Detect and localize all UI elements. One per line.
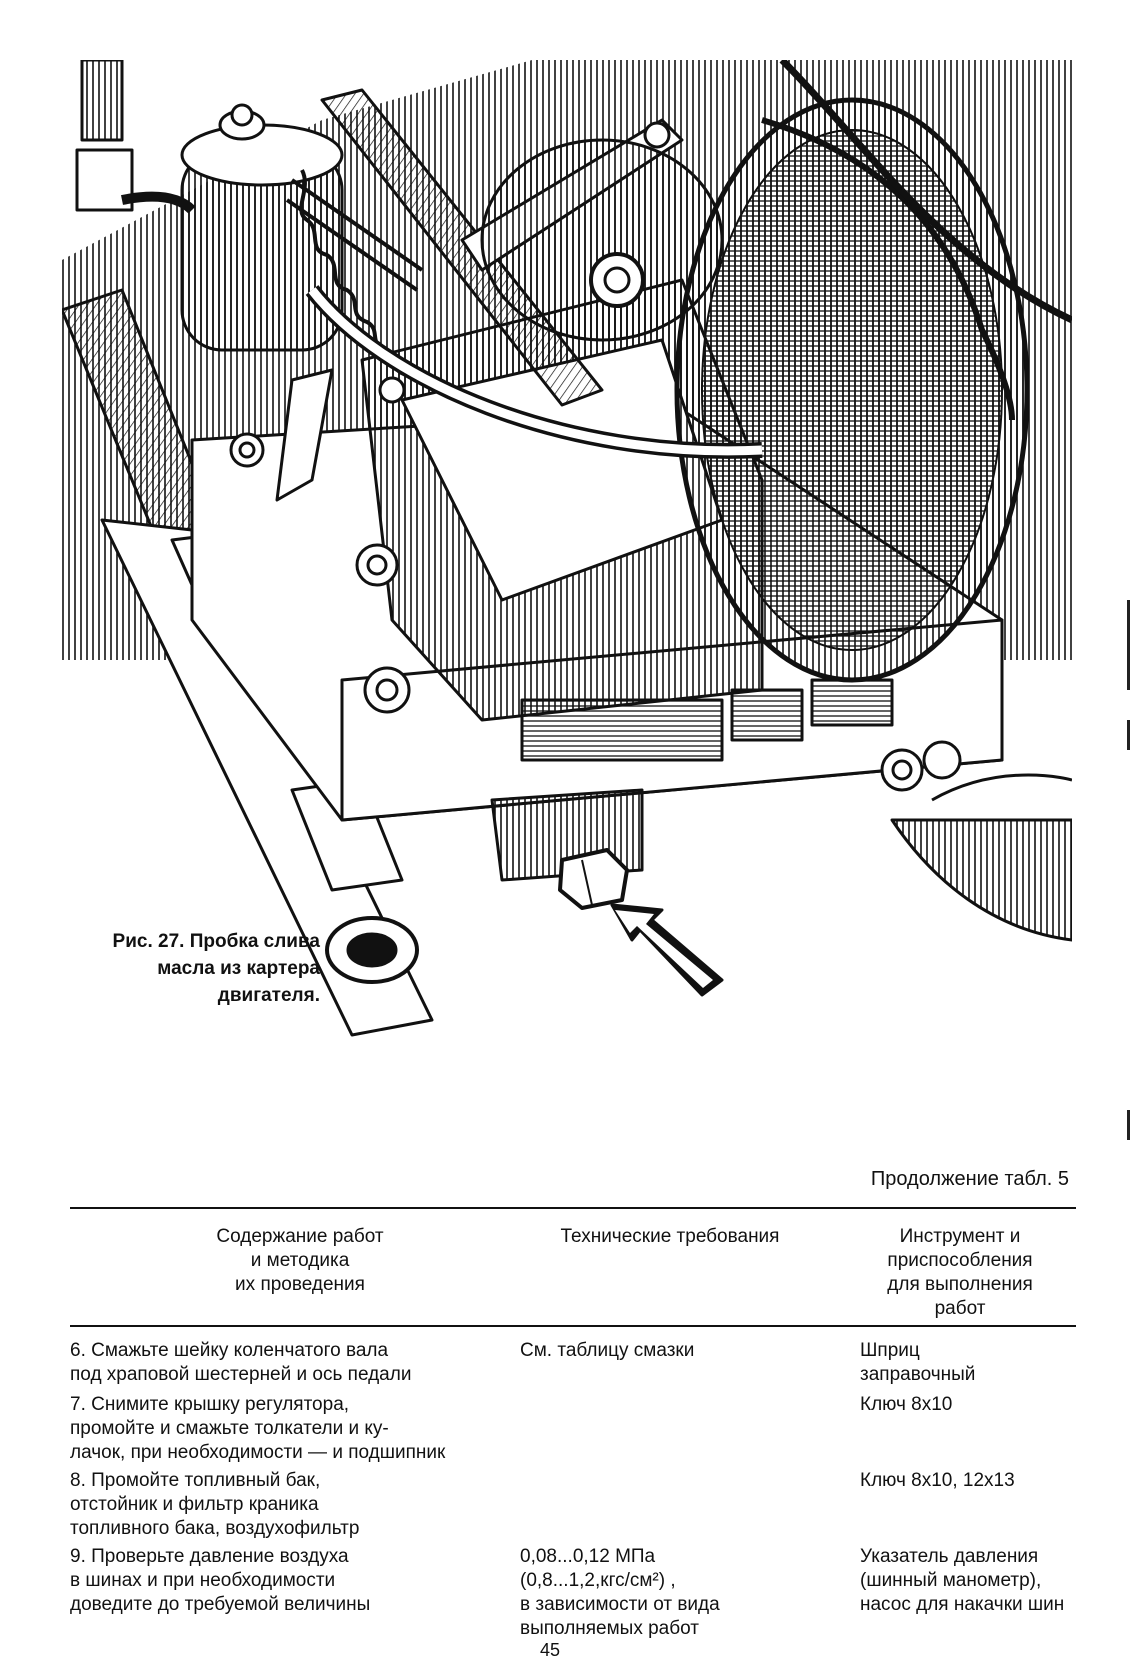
cell-line: промойте и смажьте толкатели и ку- [70, 1418, 389, 1439]
table-continuation-label: Продолжение табл. 5 [870, 1168, 1069, 1190]
caption-line: масла из картера [157, 958, 320, 979]
header-line: и методика [250, 1250, 350, 1271]
cell-line: 9. Проверьте давление воздуха [70, 1546, 349, 1567]
header-line: приспособления [887, 1250, 1033, 1271]
header-line: для выполнения [887, 1274, 1033, 1295]
page-number: 45 [540, 1640, 561, 1660]
work-cell: 8. Промойте топливный бак, отстойник и ф… [70, 1469, 530, 1541]
work-cell: 9. Проверьте давление воздуха в шинах и … [70, 1545, 530, 1617]
cell-line: заправочный [860, 1364, 976, 1385]
cell-line: выполняемых работ [520, 1618, 699, 1639]
header-line: Инструмент и [899, 1226, 1021, 1247]
work-cell: 7. Снимите крышку регулятора, промойте и… [70, 1393, 630, 1465]
cell-line: отстойник и фильтр краника [70, 1494, 319, 1515]
scan-edge-mark [1127, 1110, 1130, 1140]
header-line: Технические требования [560, 1226, 780, 1247]
cell-line: топливного бака, воздухофильтр [70, 1518, 360, 1539]
cell-line: (шинный манометр), [860, 1570, 1042, 1591]
header-line: работ [934, 1298, 986, 1319]
requirements-cell: 0,08...0,12 МПа (0,8...1,2,кгс/см²) , в … [520, 1545, 840, 1641]
engine-drain-plug-illustration [62, 60, 1072, 1040]
cell-line: Ключ 8x10, 12x13 [860, 1470, 1015, 1491]
caption-line: Рис. 27. Пробка слива [112, 931, 320, 952]
header-line: их проведения [235, 1274, 365, 1295]
cell-line: 0,08...0,12 МПа [520, 1546, 656, 1567]
cell-line: в зависимости от вида [520, 1594, 720, 1615]
tools-cell: Ключ 8x10, 12x13 [860, 1469, 1080, 1493]
table-header-rule [70, 1325, 1076, 1327]
header-line: Содержание работ [216, 1226, 384, 1247]
cell-line: под храповой шестерней и ось педали [70, 1364, 412, 1385]
figure-caption: Рис. 27. Пробка слива масла из картера д… [60, 928, 320, 1009]
cell-line: См. таблицу смазки [520, 1340, 695, 1361]
header-tools: Инструмент и приспособления для выполнен… [860, 1225, 1060, 1321]
header-work: Содержание работ и методика их проведени… [130, 1225, 470, 1297]
cell-line: 7. Снимите крышку регулятора, [70, 1394, 350, 1415]
cell-line: Ключ 8x10 [860, 1394, 953, 1415]
cell-line: (0,8...1,2,кгс/см²) , [520, 1570, 676, 1591]
requirements-cell: См. таблицу смазки [520, 1339, 840, 1363]
tools-cell: Указатель давления (шинный манометр), на… [860, 1545, 1080, 1617]
cell-line: 6. Смажьте шейку коленчатого вала [70, 1340, 389, 1361]
work-cell: 6. Смажьте шейку коленчатого вала под хр… [70, 1339, 530, 1387]
tools-cell: Ключ 8x10 [860, 1393, 1080, 1417]
cell-line: 8. Промойте топливный бак, [70, 1470, 321, 1491]
cell-line: доведите до требуемой величины [70, 1594, 371, 1615]
cell-line: Указатель давления [860, 1546, 1039, 1567]
cell-line: лачок, при необходимости — и подшипник [70, 1442, 446, 1463]
cell-line: насос для накачки шин [860, 1594, 1065, 1615]
header-requirements: Технические требования [500, 1225, 840, 1249]
cell-line: в шинах и при необходимости [70, 1570, 336, 1591]
scan-edge-mark [1127, 720, 1130, 750]
cell-line: Шприц [860, 1340, 920, 1361]
tools-cell: Шприц заправочный [860, 1339, 1080, 1387]
scan-edge-mark [1127, 600, 1130, 690]
caption-line: двигателя. [217, 985, 320, 1006]
table-top-rule [70, 1207, 1076, 1209]
